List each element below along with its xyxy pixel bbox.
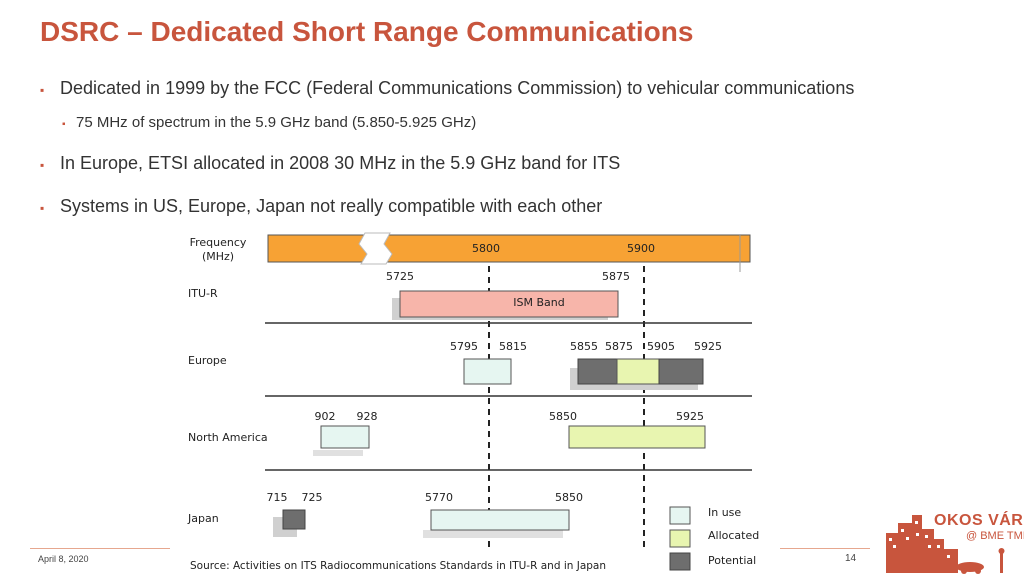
row-label-itu: ITU-R: [188, 287, 218, 300]
frequency-label: Frequency: [190, 236, 247, 249]
japan-freq-label: 5770: [425, 491, 453, 504]
na-freq-label: 5850: [549, 410, 577, 423]
japan-freq-label: 715: [267, 491, 288, 504]
frequency-unit: (MHz): [202, 250, 234, 263]
na-band-shadow: [313, 450, 363, 456]
axis-tick-label: 5900: [627, 242, 655, 255]
row-label-europe: Europe: [188, 354, 227, 367]
europe-freq-label: 5815: [499, 340, 527, 353]
row-label-north-america: North America: [188, 431, 268, 444]
bullet-fcc: ▪ Dedicated in 1999 by the FCC (Federal C…: [40, 78, 854, 99]
japan-freq-label: 5850: [555, 491, 583, 504]
japan-band-in-use: [430, 509, 570, 531]
japan-band-shadow: [423, 530, 563, 538]
bullet-compatibility: ▪ Systems in US, Europe, Japan not really…: [40, 196, 602, 217]
frequency-bar: [267, 234, 751, 263]
na-freq-label: 5925: [676, 410, 704, 423]
source-caption: Source: Activities on ITS Radiocommunica…: [190, 560, 606, 572]
bullet-marker: ▪: [40, 83, 45, 97]
europe-band-in-use: [463, 358, 512, 385]
europe-band-potential: [577, 358, 618, 385]
bullet-text: In Europe, ETSI allocated in 2008 30 MHz…: [60, 153, 621, 173]
logo-subtitle: @ BME TMIT: [966, 530, 1024, 542]
legend-swatch-in-use: [669, 506, 691, 525]
ism-band: [399, 290, 619, 318]
europe-freq-label: 5855: [570, 340, 598, 353]
bullet-text: Systems in US, Europe, Japan not really …: [60, 196, 603, 216]
legend-label: Potential: [708, 554, 756, 567]
bullet-europe: ▪ In Europe, ETSI allocated in 2008 30 MH…: [40, 153, 620, 174]
footer-date: April 8, 2020: [38, 554, 89, 564]
legend-swatch-potential: [669, 552, 691, 571]
bullet-text: Dedicated in 1999 by the FCC (Federal Co…: [60, 78, 855, 98]
slide-title: DSRC – Dedicated Short Range Communicati…: [40, 16, 694, 47]
itu-freq-label: 5725: [386, 270, 414, 283]
na-freq-label: 928: [357, 410, 378, 423]
footer-divider: [780, 548, 870, 549]
footer-divider: [30, 548, 170, 549]
bullet-marker: ▪: [40, 201, 45, 215]
legend-label: Allocated: [708, 529, 759, 542]
itu-freq-label: 5875: [602, 270, 630, 283]
row-label-japan: Japan: [187, 512, 219, 525]
bullet-marker: ▪: [62, 119, 66, 130]
europe-band-potential: [658, 358, 704, 385]
smart-city-logo: [886, 515, 1005, 574]
axis-tick-label: 5800: [472, 242, 500, 255]
ism-band-label: ISM Band: [513, 296, 564, 309]
europe-band-allocated: [616, 358, 660, 385]
na-band-in-use: [320, 425, 370, 449]
na-freq-label: 902: [315, 410, 336, 423]
legend-label: In use: [708, 506, 741, 519]
sub-bullet-spectrum: ▪ 75 MHz of spectrum in the 5.9 GHz band …: [62, 114, 476, 131]
legend-swatch-allocated: [669, 529, 691, 548]
na-band-allocated: [568, 425, 706, 449]
europe-freq-label: 5875: [605, 340, 633, 353]
europe-freq-label: 5795: [450, 340, 478, 353]
bullet-marker: ▪: [40, 158, 45, 172]
axis-break: [358, 232, 393, 265]
page-number: 14: [845, 553, 857, 564]
europe-freq-label: 5905: [647, 340, 675, 353]
bullet-text: 75 MHz of spectrum in the 5.9 GHz band (…: [76, 114, 477, 131]
japan-freq-label: 725: [302, 491, 323, 504]
europe-freq-label: 5925: [694, 340, 722, 353]
japan-band-potential: [282, 509, 306, 530]
logo-title: OKOS VÁROS: [934, 512, 1024, 529]
